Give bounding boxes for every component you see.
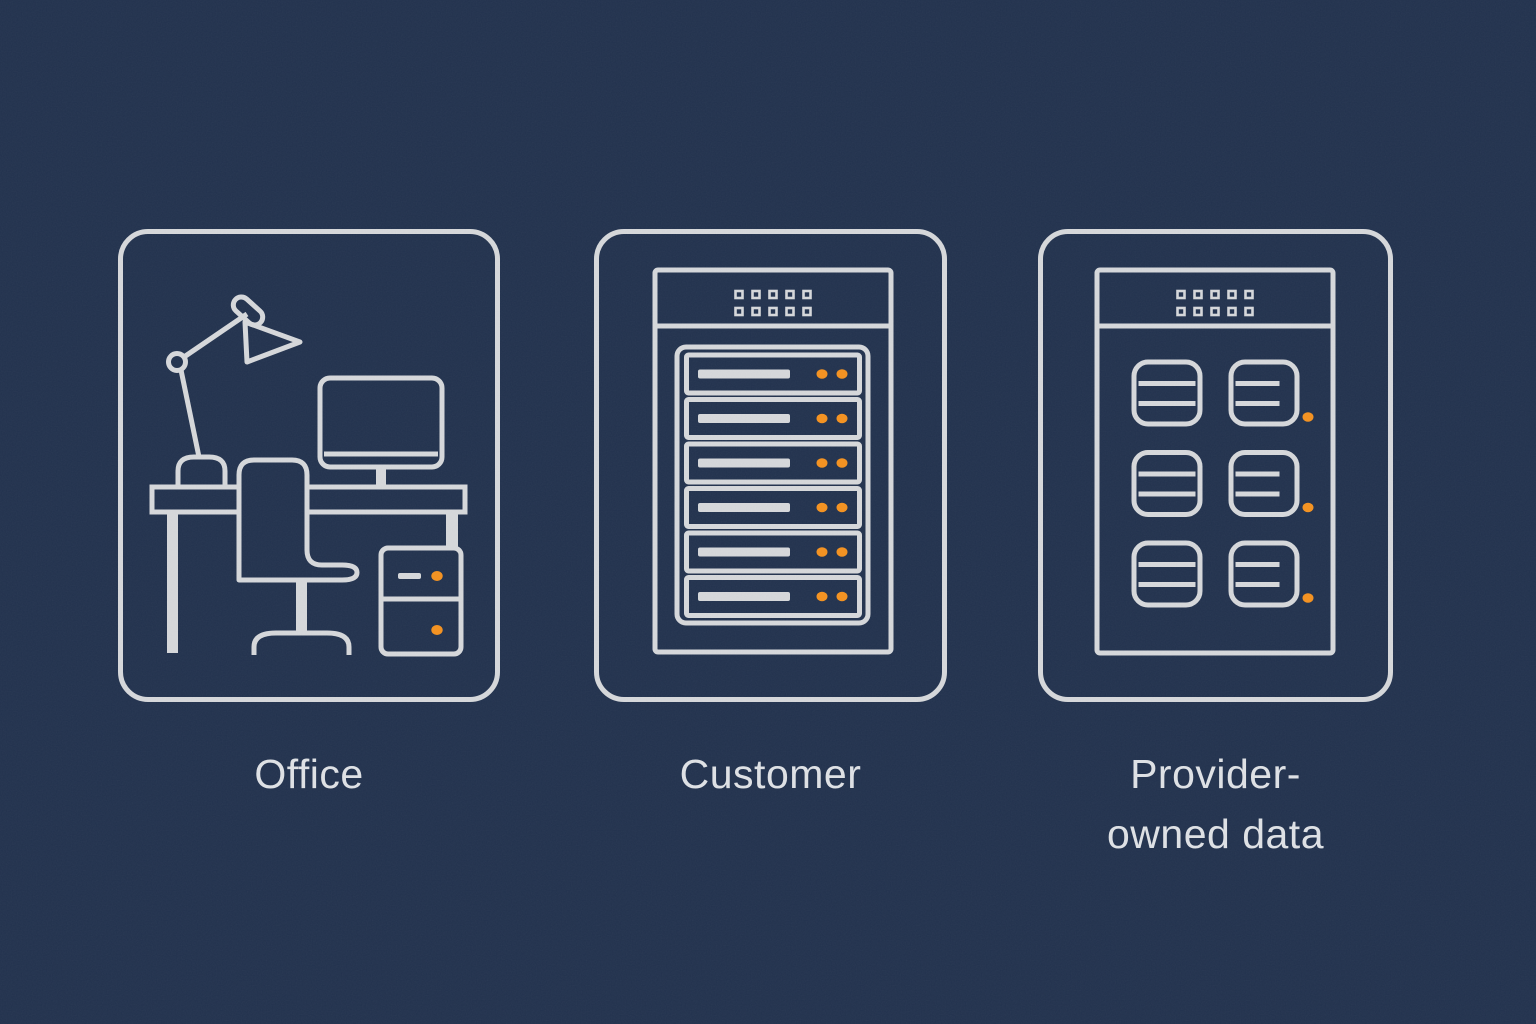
provider-label-line2: owned data xyxy=(1106,811,1324,857)
office-panel xyxy=(118,229,500,702)
office-label-text: Office xyxy=(254,751,364,797)
customer-panel xyxy=(594,229,947,702)
provider-label: Provider- owned data xyxy=(1038,744,1393,864)
provider-panel xyxy=(1038,229,1393,702)
customer-label-text: Customer xyxy=(679,751,862,797)
office-label: Office xyxy=(118,744,500,804)
provider-label-line1: Provider- xyxy=(1130,751,1301,797)
customer-label: Customer xyxy=(594,744,947,804)
